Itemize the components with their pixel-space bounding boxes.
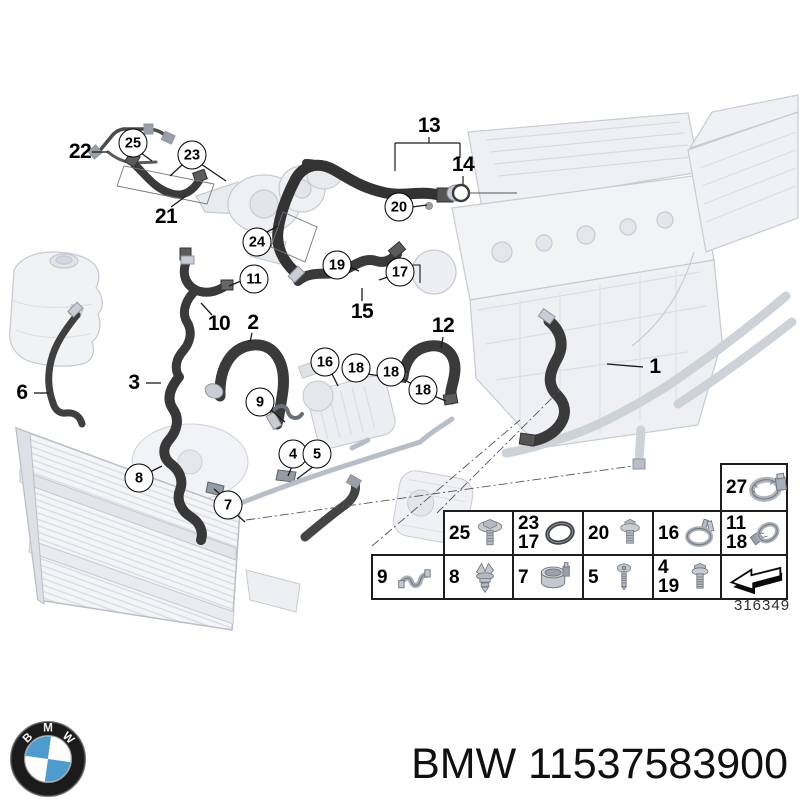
part-numbers: 27	[726, 477, 748, 498]
transmission-unit	[631, 94, 799, 347]
band-clamp-icon	[529, 559, 580, 595]
part-numbers: 20	[588, 522, 610, 544]
grid-cell-20: 20	[582, 510, 654, 556]
roundel-quadrants	[25, 736, 71, 782]
o-ring-icon	[539, 516, 580, 550]
logo-letter-m: M	[43, 722, 53, 735]
grid-cell-arrow	[720, 554, 788, 600]
part-numbers: 5	[588, 566, 599, 588]
grid-cell-9: 9	[371, 554, 445, 600]
cooling-system-diagram	[9, 94, 799, 631]
part-numbers: 7	[518, 566, 529, 588]
turbocharger	[195, 162, 342, 265]
worm-clamp-small-icon	[747, 515, 785, 551]
leader-lines	[116, 137, 634, 547]
grid-cell-27: 27	[720, 463, 788, 512]
worm-clamp-large-icon	[747, 468, 791, 508]
spring-clamp-icon	[679, 515, 720, 551]
radiator-assembly	[15, 423, 301, 631]
ghost-hoses	[225, 291, 797, 511]
expanding-rivet-icon	[460, 558, 510, 596]
torx-screw-icon	[599, 558, 650, 596]
grid-cell-8: 8	[443, 554, 514, 600]
vent-pipe-22	[95, 127, 172, 156]
bmw-logo-icon: B M W	[9, 720, 87, 798]
grid-cell-16: 16	[652, 510, 724, 556]
hose-bracket-icon	[388, 559, 441, 595]
grid-cell-7: 7	[512, 554, 584, 600]
bolt-washer-icon	[609, 515, 650, 551]
engine-block	[411, 112, 723, 449]
part-numbers: 25	[449, 522, 471, 544]
hose-12	[397, 340, 461, 405]
part-numbers: 9	[377, 566, 388, 588]
grid-cell-5: 5	[582, 554, 654, 600]
hose-6	[45, 311, 86, 428]
screw-washer-icon	[470, 514, 510, 552]
grid-cell-25: 25	[443, 510, 514, 556]
part-numbers: 16	[658, 522, 680, 544]
hose-1	[526, 315, 570, 447]
diagram-sheet-number: 316349	[734, 597, 791, 614]
hose-15	[293, 249, 402, 286]
footer: B M W BMW 11537583900	[0, 716, 800, 800]
hose-21	[130, 160, 203, 199]
continuation-arrow-icon	[726, 558, 784, 596]
hose-fittings	[67, 123, 646, 490]
part-numbers: 8	[449, 566, 460, 588]
part-number-label: BMW 11537583900	[411, 740, 788, 788]
hose-3	[159, 372, 207, 545]
flange-bolt-icon	[679, 558, 720, 596]
